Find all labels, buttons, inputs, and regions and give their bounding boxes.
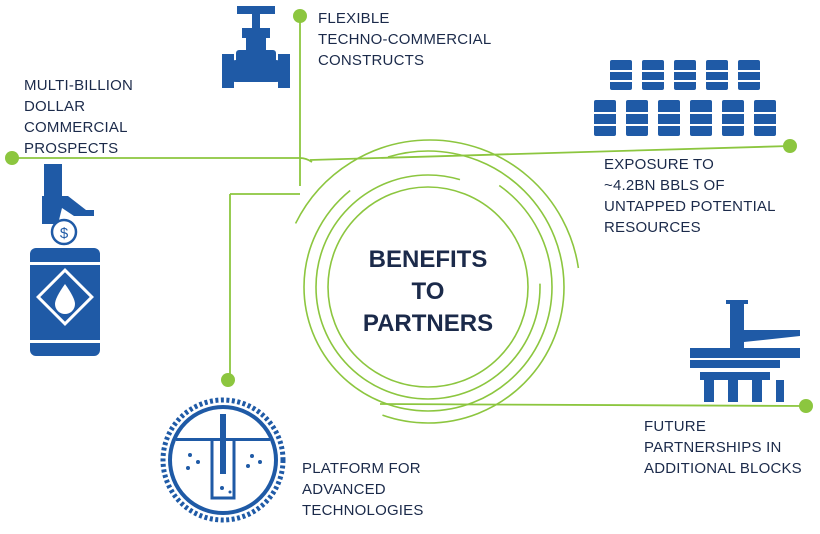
benefit-line: DOLLAR	[24, 98, 86, 115]
benefit-label-exposure: EXPOSURE TO ~4.2BN BBLS OF UNTAPPED POTE…	[604, 154, 776, 238]
benefit-line: UNTAPPED POTENTIAL	[604, 198, 776, 215]
center-title-line-1: BENEFITS	[368, 246, 488, 273]
benefit-label-multi-billion: MULTI-BILLION DOLLAR COMMERCIAL PROSPECT…	[24, 75, 133, 159]
hand-coin-barrel-icon: $	[30, 164, 100, 356]
benefit-label-flexible: FLEXIBLE TECHNO-COMMERCIAL CONSTRUCTS	[318, 8, 491, 71]
benefit-line: TECHNO-COMMERCIAL	[318, 31, 492, 48]
center-title-line-3: PARTNERS	[362, 310, 494, 337]
benefit-label-platform: PLATFORM FOR ADVANCED TECHNOLOGIES	[302, 458, 424, 521]
drill-gear-icon	[160, 397, 286, 523]
benefit-line: COMMERCIAL	[24, 119, 128, 136]
benefit-label-future: FUTURE PARTNERSHIPS IN ADDITIONAL BLOCKS	[644, 416, 802, 479]
benefit-line: FLEXIBLE	[318, 10, 390, 27]
benefit-line: MULTI-BILLION	[24, 77, 134, 94]
benefit-line: PROSPECTS	[24, 140, 119, 157]
dot-right-upper	[783, 139, 797, 153]
benefit-line: RESOURCES	[604, 219, 701, 236]
benefit-line: CONSTRUCTS	[318, 52, 425, 69]
dot-bottom-left	[221, 373, 235, 387]
benefit-line: PLATFORM FOR	[302, 460, 421, 477]
benefit-line: PARTNERSHIPS IN	[644, 439, 782, 456]
offshore-rig-icon	[690, 300, 800, 402]
swirl-rings	[279, 139, 581, 441]
benefit-line: ADDITIONAL BLOCKS	[644, 460, 802, 477]
dot-right-lower	[799, 399, 813, 413]
benefit-line: FUTURE	[644, 418, 707, 435]
benefit-line: EXPOSURE TO	[604, 156, 715, 173]
center-title-line-2: TO	[411, 278, 445, 305]
svg-text:$: $	[60, 225, 69, 242]
barrels-icon	[594, 60, 776, 136]
connector-lines	[12, 16, 807, 407]
connector-dots	[5, 9, 813, 413]
valve-icon	[222, 6, 290, 88]
dot-left	[5, 151, 19, 165]
benefit-line: TECHNOLOGIES	[302, 502, 424, 519]
dot-top	[293, 9, 307, 23]
center-title: BENEFITS TO PARTNERS	[330, 244, 526, 340]
benefit-line: ADVANCED	[302, 481, 386, 498]
benefit-line: ~4.2BN BBLS OF	[604, 177, 725, 194]
